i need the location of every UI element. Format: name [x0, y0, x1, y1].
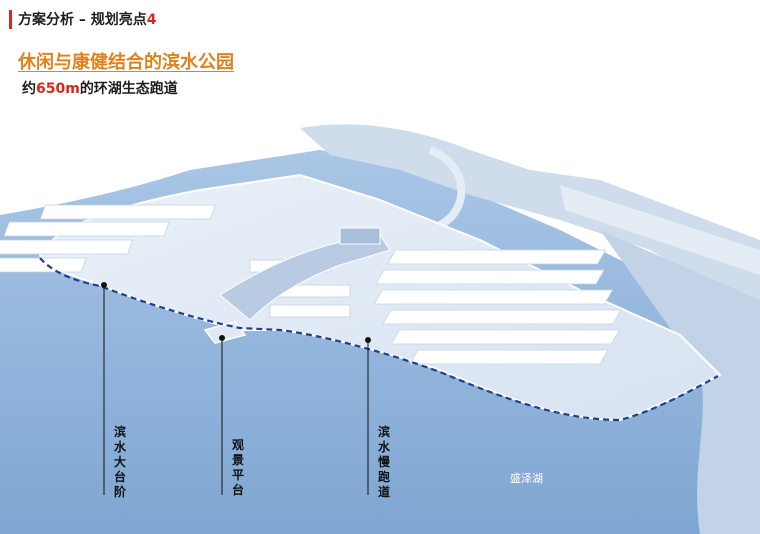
callout-waterfront-steps: 滨水大台阶: [112, 425, 128, 500]
callout-jogging-path: 滨水慢跑道: [376, 425, 392, 500]
lake-label: 盛泽湖: [510, 470, 543, 486]
plaza-building: [340, 228, 380, 244]
callout-viewing-platform: 观景平台: [230, 438, 246, 498]
